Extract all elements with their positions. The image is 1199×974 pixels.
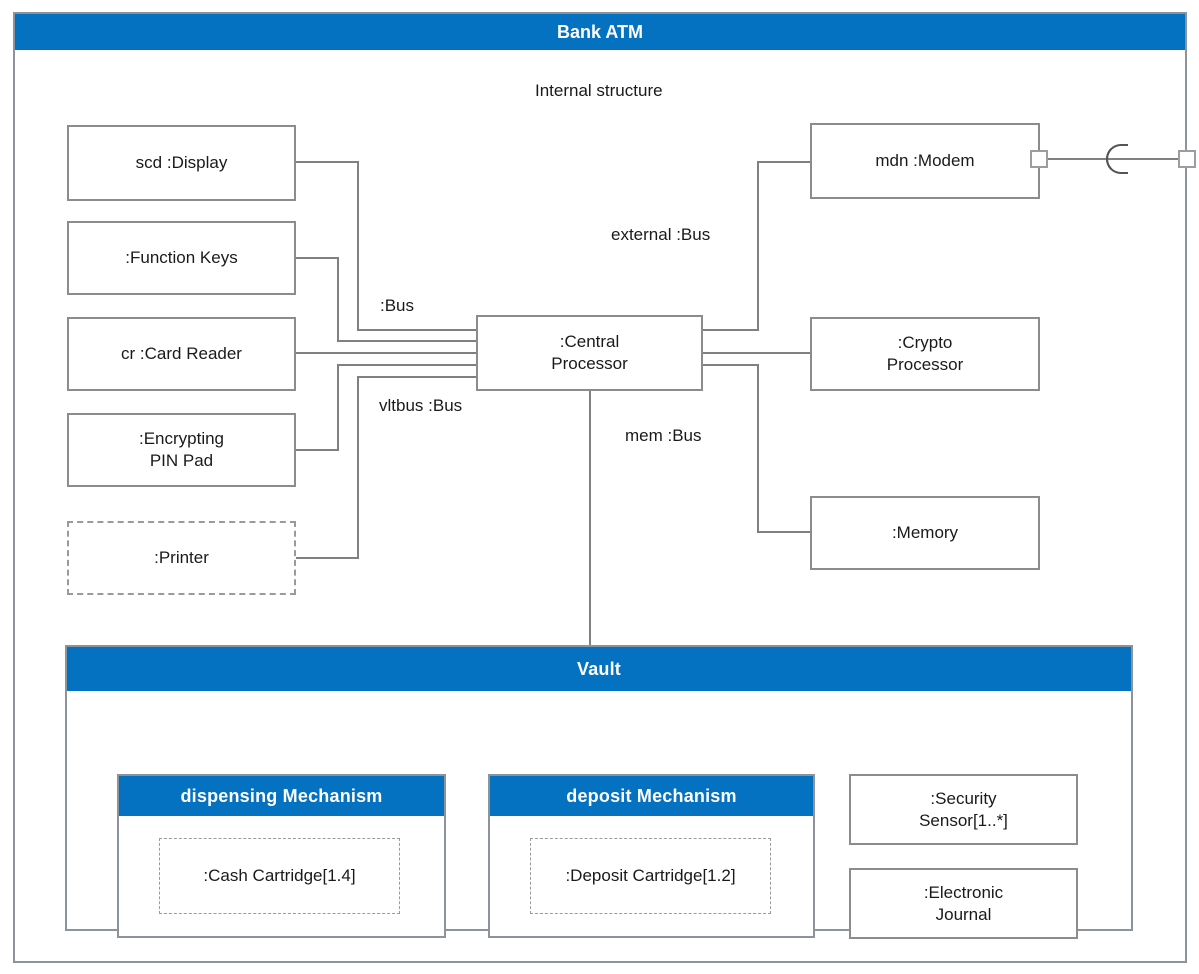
connector-display-v [357,161,359,329]
part-function-keys[interactable]: :Function Keys [67,221,296,295]
vault-body: dispensing Mechanism :Cash Cartridge[1.4… [67,691,1131,939]
part-security-sensor[interactable]: :Security Sensor[1..*] [849,774,1078,845]
connector-printer-h [295,557,359,559]
part-electronic-journal[interactable]: :Electronic Journal [849,868,1078,939]
part-modem[interactable]: mdn :Modem [810,123,1040,199]
connector-crypto-h [703,352,812,354]
part-printer[interactable]: :Printer [67,521,296,595]
connector-display-h [295,161,359,163]
connector-label-vltbus: vltbus :Bus [379,396,463,415]
connector-pin-pad-h [295,449,339,451]
deposit-mechanism-body: :Deposit Cartridge[1.2] [490,816,813,936]
connector-pin-pad-into-cp [337,364,478,366]
part-deposit-cartridge[interactable]: :Deposit Cartridge[1.2] [530,838,771,914]
part-central-processor[interactable]: :Central Processor [476,315,703,391]
connector-modem-into-box [757,161,812,163]
connector-function-keys-h [295,257,339,259]
connector-label-external-bus: external :Bus [611,225,711,244]
internal-structure-caption: Internal structure [535,81,663,100]
part-memory[interactable]: :Memory [810,496,1040,570]
part-display[interactable]: scd :Display [67,125,296,201]
connector-modem-h [703,329,759,331]
connector-card-reader-h [295,352,478,354]
dispensing-mechanism-body: :Cash Cartridge[1.4] [119,816,444,936]
connector-memory-h [703,364,759,366]
dispensing-mechanism-composite: dispensing Mechanism :Cash Cartridge[1.4… [117,774,446,938]
connector-display-into-cp [357,329,478,331]
connector-printer-v [357,376,359,559]
bank-atm-title-bar: Bank ATM [15,14,1185,50]
connector-function-keys-v [337,257,339,340]
page-title: Bank ATM [556,21,643,42]
boundary-port-icon[interactable] [1178,150,1196,168]
deposit-mechanism-title: deposit Mechanism [490,776,813,816]
part-cash-cartridge[interactable]: :Cash Cartridge[1.4] [159,838,400,914]
part-encrypting-pin-pad[interactable]: :Encrypting PIN Pad [67,413,296,487]
connector-label-bus: :Bus [380,296,415,315]
modem-port-icon[interactable] [1030,150,1048,168]
connector-memory-v [757,364,759,533]
part-card-reader[interactable]: cr :Card Reader [67,317,296,391]
required-interface-socket-icon [1106,144,1128,174]
vault-composite: Vault dispensing Mechanism :Cash Cartrid… [65,645,1133,939]
connector-memory-into-box [757,531,812,533]
connector-pin-pad-v [337,364,339,451]
part-crypto-processor[interactable]: :Crypto Processor [810,317,1040,391]
connector-function-keys-into-cp [337,340,478,342]
deposit-mechanism-composite: deposit Mechanism :Deposit Cartridge[1.2… [488,774,815,938]
dispensing-mechanism-title: dispensing Mechanism [119,776,444,816]
connector-printer-into-cp [357,376,478,378]
connector-label-mem-bus: mem :Bus [625,426,702,445]
connector-vault-v [589,391,591,645]
connector-modem-v [757,161,759,331]
vault-title: Vault [67,647,1131,691]
